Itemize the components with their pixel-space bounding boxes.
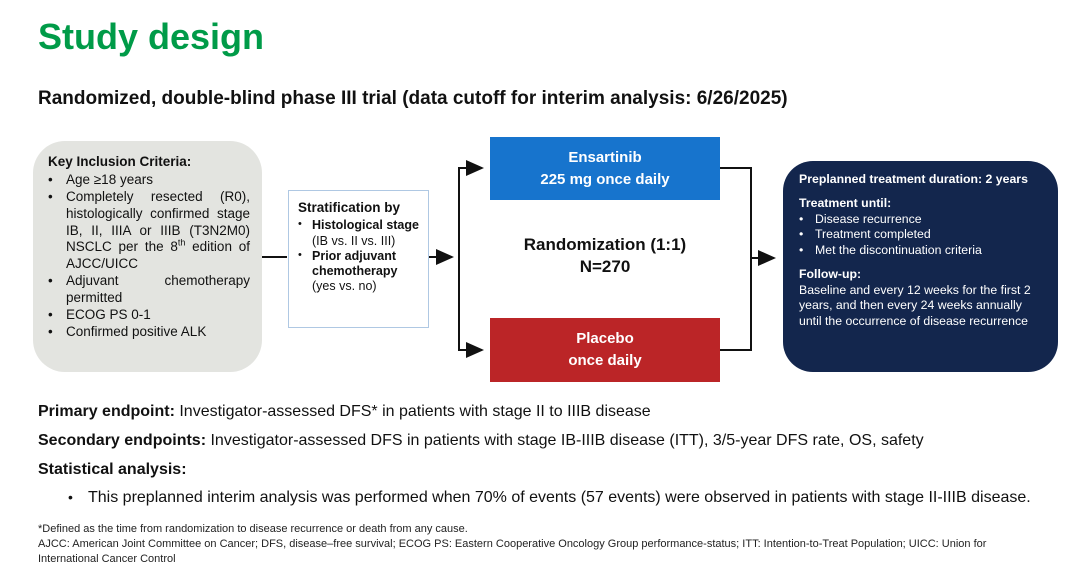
treatment-duration: Preplanned treatment duration: 2 years [799, 172, 1028, 186]
ensartinib-arm-box: Ensartinib 225 mg once daily [490, 137, 720, 200]
placebo-name: Placebo [576, 330, 634, 348]
bullet-icon [799, 227, 815, 242]
ensartinib-dose: 225 mg once daily [540, 170, 670, 188]
list-item: Adjuvant chemotherapy permitted [48, 273, 250, 307]
followup-heading: Follow-up: [799, 267, 862, 282]
footnotes: *Defined as the time from randomization … [38, 522, 1043, 567]
primary-endpoint-line: Primary endpoint: Investigator-assessed … [38, 403, 651, 420]
secondary-endpoints-line: Secondary endpoints: Investigator-assess… [38, 432, 924, 449]
list-item: ECOG PS 0-1 [48, 307, 250, 324]
stratification-heading: Stratification by [298, 200, 401, 215]
bullet-icon [48, 273, 66, 307]
footnote-definition: *Defined as the time from randomization … [38, 523, 468, 535]
list-item: Histological stage (IB vs. II vs. III) [298, 218, 422, 249]
primary-endpoint-label: Primary endpoint: [38, 403, 175, 420]
statistical-analysis-bullet: • This preplanned interim analysis was p… [68, 489, 1031, 506]
list-item: Prior adjuvant chemotherapy (yes vs. no) [298, 249, 422, 295]
treatment-duration-box: Preplanned treatment duration: 2 years T… [783, 161, 1058, 372]
bullet-icon [298, 249, 312, 295]
list-item: Treatment completed [799, 227, 1044, 242]
inclusion-heading: Key Inclusion Criteria: [48, 154, 192, 169]
statistical-analysis-line: Statistical analysis: [38, 461, 187, 479]
stratification-box: Stratification by Histological stage (IB… [288, 190, 429, 328]
trial-subtitle: Randomized, double-blind phase III trial… [38, 88, 788, 109]
list-item: Disease recurrence [799, 212, 1044, 227]
bullet-icon [799, 243, 815, 258]
bullet-icon [48, 189, 66, 273]
ensartinib-name: Ensartinib [568, 148, 642, 166]
footnote-abbreviations: AJCC: American Joint Committee on Cancer… [38, 537, 987, 565]
statistical-analysis-label: Statistical analysis: [38, 461, 187, 478]
list-item: Confirmed positive ALK [48, 324, 250, 341]
randomization-label: Randomization (1:1) N=270 [470, 234, 740, 278]
followup-text: Baseline and every 12 weeks for the firs… [799, 282, 1031, 328]
list-item: Met the discontinuation criteria [799, 243, 1044, 258]
superscript-th: th [177, 237, 186, 248]
secondary-endpoints-label: Secondary endpoints: [38, 432, 207, 449]
bullet-icon [48, 172, 66, 189]
list-item: Completely resected (R0), histologically… [48, 189, 250, 273]
placebo-dose: once daily [568, 352, 642, 369]
bullet-icon [298, 218, 312, 249]
bullet-icon [48, 307, 66, 324]
bullet-icon [48, 324, 66, 341]
bullet-icon: • [68, 489, 73, 505]
list-item: Age ≥18 years [48, 172, 250, 189]
sample-size: N=270 [579, 257, 631, 277]
placebo-arm-box: Placebo once daily [490, 318, 720, 382]
inclusion-criteria-box: Key Inclusion Criteria: Age ≥18 years Co… [33, 141, 262, 372]
page-title: Study design [38, 16, 265, 57]
bullet-icon [799, 212, 815, 227]
treatment-until-heading: Treatment until: [799, 196, 892, 211]
